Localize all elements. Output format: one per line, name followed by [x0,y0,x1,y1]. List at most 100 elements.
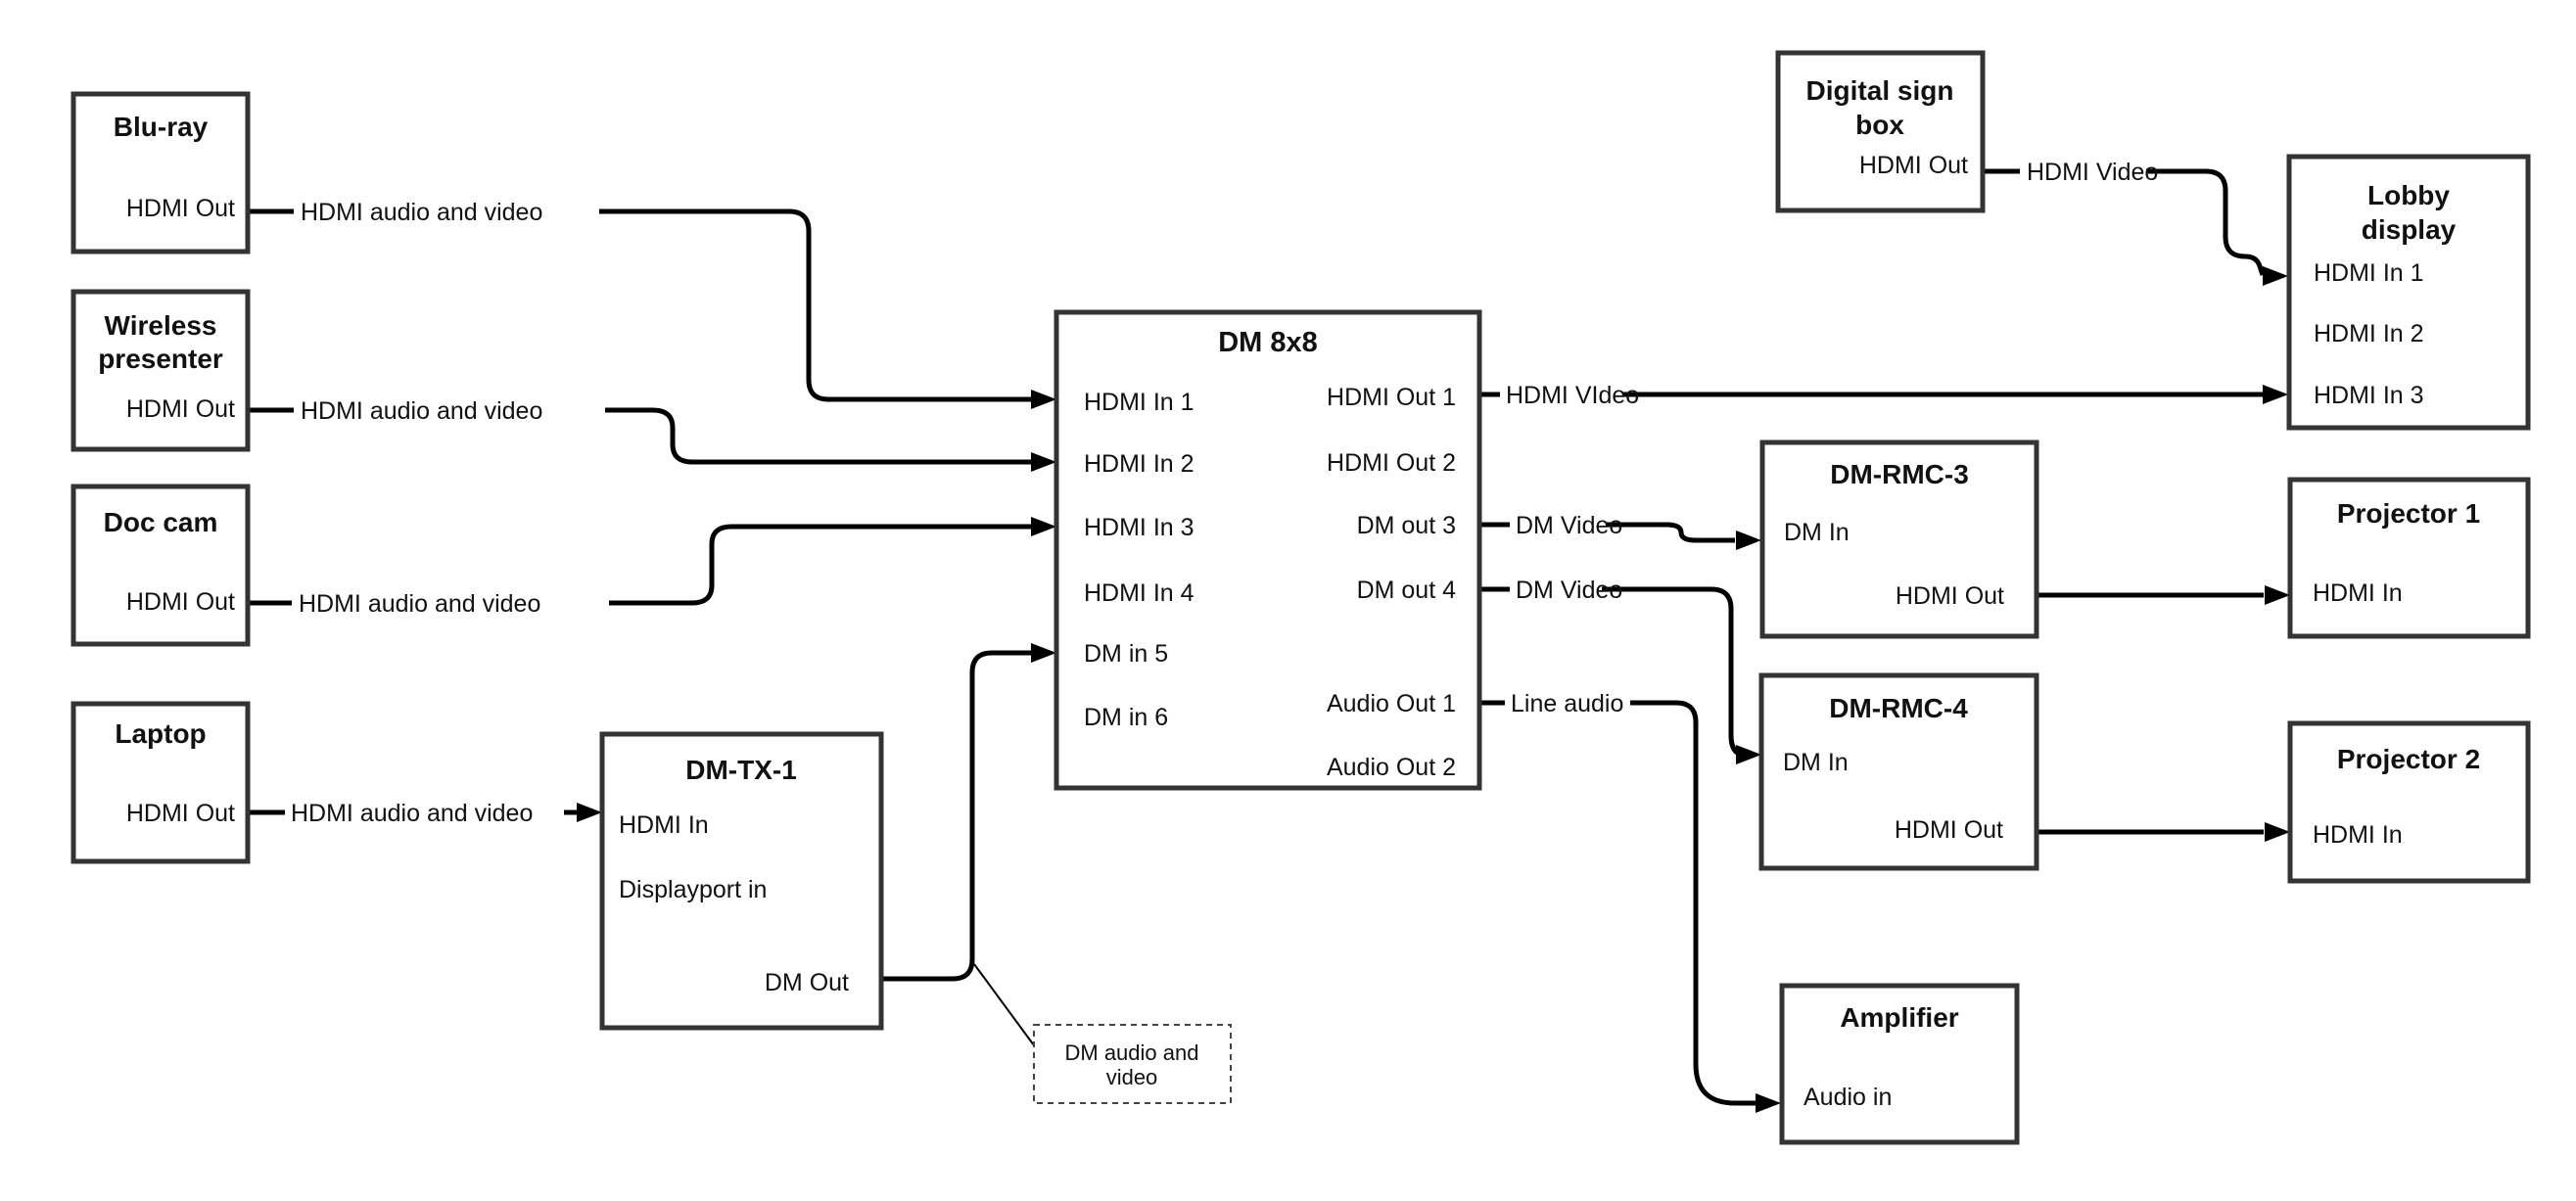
wireless-port-hdmi-out: HDMI Out [126,395,235,423]
dm8x8-port-hdmi-out-2: HDMI Out 2 [1327,449,1456,477]
lobby-outline [2286,154,2531,431]
dmtx1-port-hdmi-in: HDMI In [619,811,709,839]
lobby-port-hdmi-in-2: HDMI In 2 [2314,320,2424,347]
lobby-display-box: Lobby display HDMI In 1 HDMI In 2 HDMI I… [2286,154,2531,431]
dm-audio-video-note: DM audio and video [1033,1024,1232,1104]
wireless-title-line2: presenter [98,344,223,374]
dmtx1-outline [599,731,884,1031]
note-outline [1033,1024,1232,1104]
rmc3-title: DM-RMC-3 [1830,459,1969,489]
dm8x8-title: DM 8x8 [1218,327,1318,358]
proj1-port-hdmi-in: HDMI In [2313,579,2403,607]
wireless-title-line1: Wireless [105,310,217,341]
arrowhead-lobby-hdmi-in-3 [2263,385,2288,404]
rmc4-title: DM-RMC-4 [1829,693,1968,723]
digitalsign-port-hdmi-out: HDMI Out [1859,152,1968,179]
wire-label-doccam: HDMI audio and video [299,590,540,618]
wireless-outline [70,289,251,452]
projector-1-box: Projector 1 HDMI In [2287,477,2531,639]
doc-cam-box: Doc cam HDMI Out [70,484,251,647]
wire-bluray-run [599,208,1031,402]
laptop-outline [70,701,251,864]
wire-digitalsign-run [2146,168,2266,276]
rmc3-port-dm-in: DM In [1784,519,1850,546]
dm8x8-port-hdmi-out-1: HDMI Out 1 [1327,384,1456,411]
arrowhead-hdmi-in-2 [1031,452,1056,472]
lobby-port-hdmi-in-1: HDMI In 1 [2314,259,2424,287]
rmc4-port-hdmi-out: HDMI Out [1895,816,2003,844]
rmc4-port-dm-in: DM In [1783,749,1849,776]
arrowhead-proj1-hdmi-in [2265,585,2290,605]
wire-label-line-audio: Line audio [1511,690,1623,717]
dmtx1-port-displayport-in: Displayport in [619,876,767,903]
wire-label-hdmi-video-out1: HDMI VIdeo [1506,382,1639,409]
digitalsign-title-line2: box [1855,110,1904,140]
wire-dmtx-out-run [881,650,1031,982]
proj2-outline [2287,720,2531,884]
wires [248,168,2290,1113]
proj1-outline [2287,477,2531,639]
doccam-title: Doc cam [104,507,218,537]
wire-labels: HDMI audio and video HDMI audio and vide… [291,159,2158,827]
digitalsign-outline [1775,50,1986,213]
bluray-port-hdmi-out: HDMI Out [126,195,235,222]
arrowhead-dmtx-hdmi-in [577,803,602,822]
laptop-port-hdmi-out: HDMI Out [126,800,235,827]
amplifier-box: Amplifier Audio in [1779,983,2020,1145]
dm8x8-port-hdmi-in-2: HDMI In 2 [1084,450,1194,478]
bluray-box: Blu-ray HDMI Out [70,91,251,254]
dm-8x8-box: DM 8x8 HDMI In 1 HDMI In 2 HDMI In 3 HDM… [1054,309,1482,791]
rmc3-port-hdmi-out: HDMI Out [1896,582,2004,610]
wire-label-hdmi-video-sign: HDMI Video [2027,159,2158,186]
wire-doccam-run [609,524,1031,606]
dm-tx-1-box: DM-TX-1 HDMI In Displayport in DM Out [599,731,884,1031]
digitalsign-title-line1: Digital sign [1806,75,1954,106]
dm8x8-outline [1054,309,1482,791]
dm8x8-port-hdmi-in-3: HDMI In 3 [1084,514,1194,541]
dm8x8-port-dm-in-6: DM in 6 [1084,704,1168,731]
bluray-outline [70,91,251,254]
arrowhead-lobby-hdmi-in-1 [2263,266,2288,286]
proj1-title: Projector 1 [2337,498,2480,529]
rmc4-outline [1758,672,2039,871]
lobby-title-line2: display [2362,214,2457,245]
projector-2-box: Projector 2 HDMI In [2287,720,2531,884]
wire-dmout4-run [1602,586,1746,758]
lobby-title-line1: Lobby [2367,180,2450,210]
note-line1: DM audio and [1065,1040,1199,1065]
laptop-box: Laptop HDMI Out [70,701,251,864]
lobby-port-hdmi-in-3: HDMI In 3 [2314,382,2424,409]
wire-wireless-run [605,407,1031,465]
wire-label-bluray: HDMI audio and video [301,199,542,226]
note-leader-line [973,963,1035,1046]
bluray-title: Blu-ray [114,112,209,142]
wire-audioout1-run [1630,700,1756,1106]
dm-rmc-3-box: DM-RMC-3 DM In HDMI Out [1759,439,2039,639]
proj2-port-hdmi-in: HDMI In [2313,821,2403,849]
dm8x8-port-hdmi-in-1: HDMI In 1 [1084,389,1194,416]
doccam-outline [70,484,251,647]
dm8x8-port-hdmi-in-4: HDMI In 4 [1084,579,1194,607]
digital-sign-box: Digital sign box HDMI Out [1775,50,1986,213]
arrowhead-rmc3-dm-in [1736,531,1761,550]
wire-dmout3-run [1606,522,1735,543]
rmc3-outline [1759,439,2039,639]
arrowhead-dm-in-5 [1031,643,1056,663]
note-line2: video [1106,1065,1158,1089]
arrowhead-hdmi-in-1 [1031,390,1056,409]
amp-outline [1779,983,2020,1145]
arrowhead-rmc4-dm-in [1736,745,1761,764]
dm8x8-port-dm-out-3: DM out 3 [1357,512,1456,539]
amp-title: Amplifier [1840,1002,1958,1033]
wire-label-dm-video-4: DM Video [1516,577,1622,604]
dmtx1-title: DM-TX-1 [685,755,797,785]
doccam-port-hdmi-out: HDMI Out [126,588,235,616]
device-boxes: Blu-ray HDMI Out Wireless presenter HDMI… [70,50,2531,1145]
dm8x8-port-audio-out-2: Audio Out 2 [1327,754,1456,781]
dmtx1-port-dm-out: DM Out [765,969,849,996]
arrowhead-proj2-hdmi-in [2265,822,2290,842]
wire-label-laptop: HDMI audio and video [291,800,533,827]
wire-label-wireless: HDMI audio and video [301,397,542,425]
